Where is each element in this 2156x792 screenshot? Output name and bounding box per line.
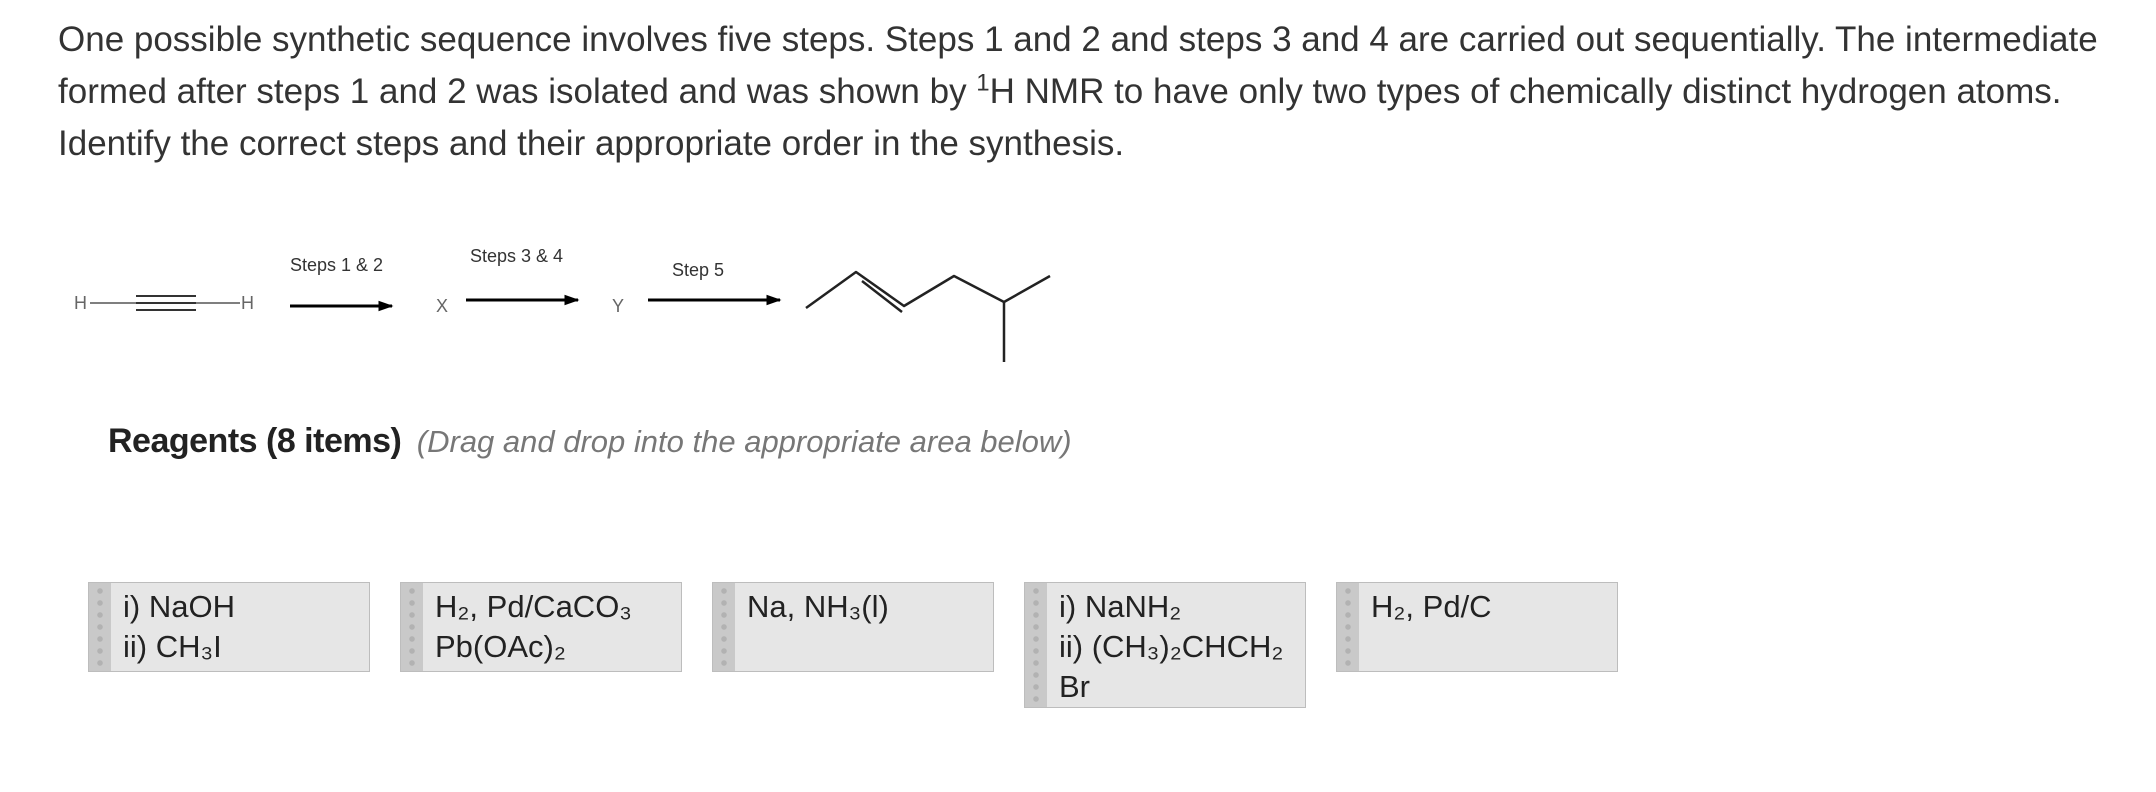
product-double-bond-inner <box>861 280 903 313</box>
start-h-left: H <box>74 293 87 313</box>
intermediate-x: X <box>436 296 448 316</box>
reagent-tile-naoh-ch3i[interactable]: i) NaOH ii) CH₃I <box>88 582 370 672</box>
drag-handle-icon[interactable] <box>713 583 735 671</box>
reagent-tile-nanh2-alkyl-bromide[interactable]: i) NaNH₂ ii) (CH₃)₂CHCH₂ Br <box>1024 582 1306 708</box>
question-text-part1: One possible synthetic sequence involves… <box>58 20 2098 111</box>
reaction-scheme: H H Steps 1 & 2 X Steps 3 & 4 Y Step 5 <box>74 246 1051 362</box>
reagent-label: i) NaNH₂ ii) (CH₃)₂CHCH₂ Br <box>1059 589 1284 704</box>
product-main-chain <box>805 270 1051 310</box>
intermediate-y: Y <box>612 296 624 316</box>
reagent-tile-h2-pdc[interactable]: H₂, Pd/C <box>1336 582 1618 672</box>
arrow3-label: Step 5 <box>672 260 724 280</box>
reagent-tile-na-nh3[interactable]: Na, NH₃(l) <box>712 582 994 672</box>
drag-handle-icon[interactable] <box>401 583 423 671</box>
reagent-label: H₂, Pd/CaCO₃ Pb(OAc)₂ <box>435 589 632 664</box>
reagent-label: i) NaOH ii) CH₃I <box>123 589 235 664</box>
drag-handle-icon[interactable] <box>1025 583 1047 707</box>
nmr-superscript: 1 <box>976 69 990 97</box>
question-text: One possible synthetic sequence involves… <box>58 14 2118 170</box>
start-h-right: H <box>241 293 254 313</box>
reagent-label: H₂, Pd/C <box>1371 589 1492 624</box>
reagent-tile-lindlar[interactable]: H₂, Pd/CaCO₃ Pb(OAc)₂ <box>400 582 682 672</box>
reagent-label: Na, NH₃(l) <box>747 589 889 624</box>
drag-handle-icon[interactable] <box>89 583 111 671</box>
reagents-header: Reagents (8 items) (Drag and drop into t… <box>108 422 1072 461</box>
question-text-part2: H NMR to have only two types of chemical… <box>58 72 2062 163</box>
reagents-title: Reagents (8 items) <box>108 422 402 460</box>
acetylene-structure: H H <box>74 293 254 313</box>
drag-handle-icon[interactable] <box>1337 583 1359 671</box>
product-structure <box>805 270 1051 362</box>
arrow1-label: Steps 1 & 2 <box>290 255 383 275</box>
reagents-hint: (Drag and drop into the appropriate area… <box>416 424 1072 459</box>
arrow2-label: Steps 3 & 4 <box>470 246 563 266</box>
